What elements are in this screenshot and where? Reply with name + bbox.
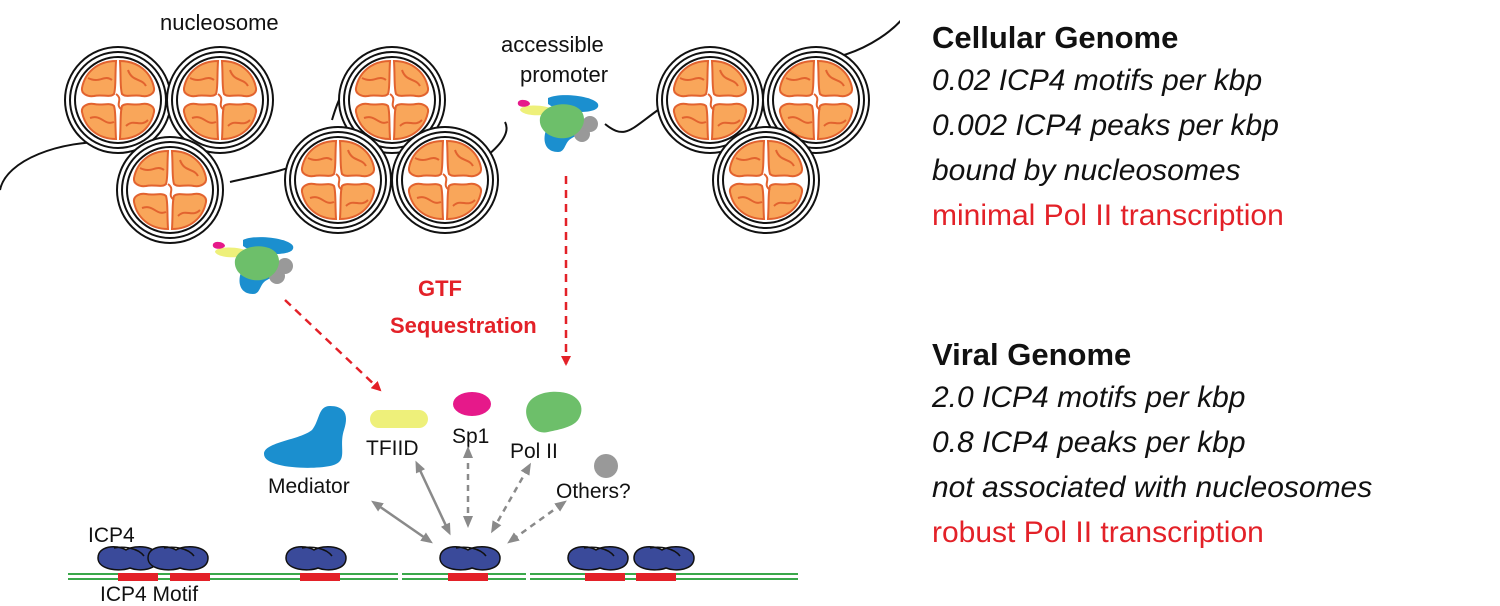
mediator-label: Mediator: [268, 475, 350, 498]
icp4-label: ICP4: [88, 524, 135, 547]
cellular-transcription-line: minimal Pol II transcription: [932, 199, 1284, 232]
viral-transcription-line: robust Pol II transcription: [932, 516, 1264, 549]
gtf-complex-chromatin-left: [212, 237, 294, 294]
sp1-label: Sp1: [452, 425, 489, 448]
viral-genome-title: Viral Genome: [932, 337, 1132, 372]
accessible-promoter-label-1: accessible: [501, 32, 604, 57]
others-label: Others?: [556, 480, 631, 503]
pol2-label: Pol II: [510, 440, 558, 463]
cellular-nucleosome-line: bound by nucleosomes: [932, 154, 1241, 187]
recruitment-arrows: [371, 446, 567, 544]
tfiid-shape: [370, 410, 428, 428]
accessible-promoter-label-2: promoter: [520, 62, 608, 87]
mediator-shape: [264, 406, 347, 468]
cellular-motifs-line: 0.02 ICP4 motifs per kbp: [932, 64, 1263, 97]
nucleosome-cluster-middle: [284, 46, 499, 234]
others-shape: [594, 454, 618, 478]
cellular-peaks-line: 0.002 ICP4 peaks per kbp: [932, 109, 1279, 142]
nucleosome-cluster-left: [64, 46, 274, 244]
pol2-shape: [526, 391, 582, 433]
gtf-complex-accessible-promoter: [517, 95, 599, 152]
nucleosome-cluster-right: [656, 46, 870, 234]
viral-motifs-line: 2.0 ICP4 motifs per kbp: [932, 381, 1246, 414]
viral-peaks-line: 0.8 ICP4 peaks per kbp: [932, 426, 1246, 459]
cellular-genome-title: Cellular Genome: [932, 20, 1179, 55]
icp4-motif-label: ICP4 Motif: [100, 583, 198, 606]
sequestration-arrows: [284, 176, 571, 392]
sequestration-label: Sequestration: [390, 313, 537, 338]
sp1-shape: [453, 392, 491, 416]
tfiid-label: TFIID: [366, 437, 419, 460]
cellular-genome-panel: Cellular Genome 0.02 ICP4 motifs per kbp…: [932, 18, 1284, 238]
viral-genome-panel: Viral Genome 2.0 ICP4 motifs per kbp 0.8…: [932, 335, 1372, 555]
viral-nucleosome-line: not associated with nucleosomes: [932, 471, 1373, 504]
icp4-motifs: [118, 573, 676, 581]
gtf-sequestration-diagram: nucleosome accessible promoter GTF Seque…: [0, 10, 900, 606]
gtf-label: GTF: [418, 276, 462, 301]
icp4-proteins: [97, 545, 695, 571]
nucleosome-label: nucleosome: [160, 10, 279, 35]
